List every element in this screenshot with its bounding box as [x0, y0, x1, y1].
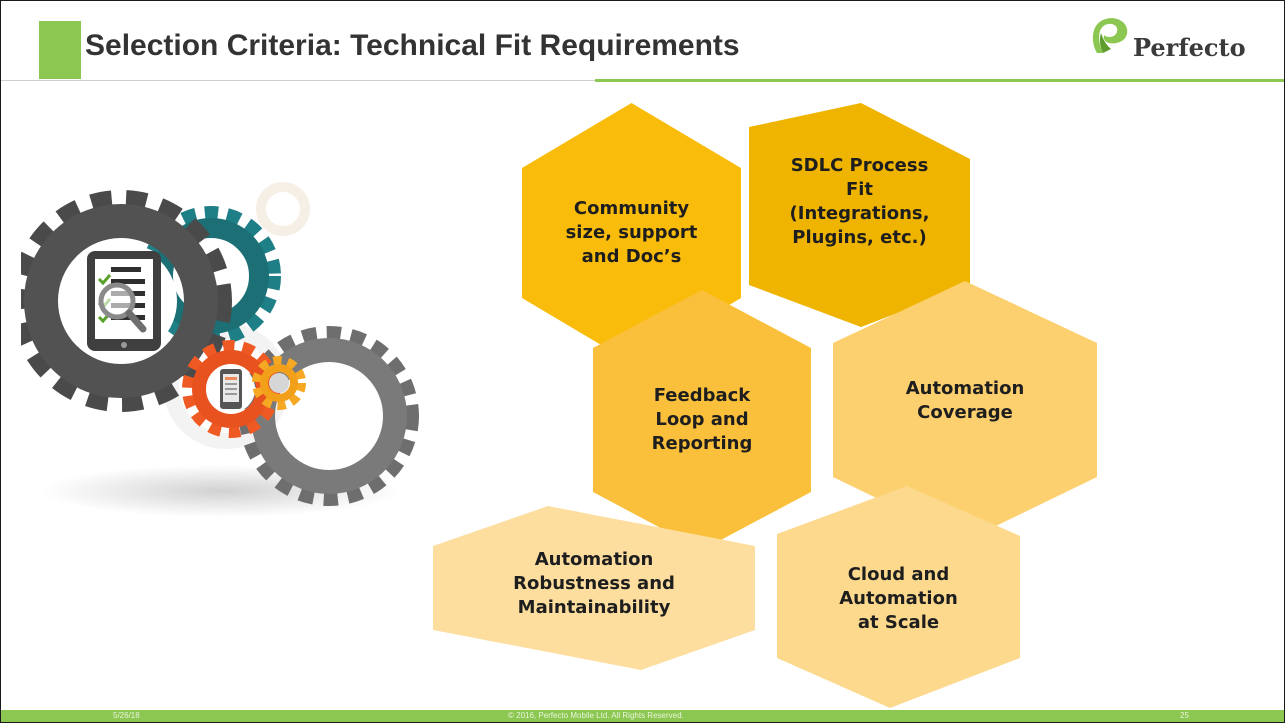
perfecto-logo-icon: [1092, 18, 1128, 53]
hexagon-shape: [522, 103, 741, 363]
footer-date: 5/26/18: [113, 711, 140, 720]
hex-cloud: Cloud and Automation at Scale: [777, 486, 1020, 708]
hex-label-feedback: Feedback Loop and Reporting: [651, 385, 753, 454]
hex-coverage: Automation Coverage: [833, 281, 1097, 541]
perfecto-logo: Perfecto: [1087, 13, 1277, 69]
hex-sdlc: SDLC Process Fit (Integrations, Plugins,…: [749, 103, 970, 327]
hex-label-coverage: Automation Coverage: [905, 378, 1025, 423]
phone-icon: [220, 369, 242, 409]
hex-label-robustness: Automation Robustness and Maintainabilit…: [513, 549, 675, 618]
footer-copyright: © 2016, Perfecto Mobile Ltd. All Rights …: [508, 711, 684, 720]
gear-cluster-icon: [21, 182, 419, 517]
hexagon-shape: [833, 281, 1097, 541]
hexagon-shape: [777, 486, 1020, 708]
hex-feedback: Feedback Loop and Reporting: [593, 290, 811, 550]
hex-label-sdlc: SDLC Process Fit (Integrations, Plugins,…: [789, 155, 930, 248]
footer-bar: 5/26/18 © 2016, Perfecto Mobile Ltd. All…: [1, 710, 1284, 722]
hex-label-cloud: Cloud and Automation at Scale: [839, 564, 958, 633]
magnifier-icon: [98, 282, 147, 333]
hex-robustness: Automation Robustness and Maintainabilit…: [433, 506, 755, 670]
logo-text: Perfecto: [1133, 33, 1246, 62]
hex-community: Community size, support and Doc’s: [522, 103, 741, 363]
slide-title: Selection Criteria: Technical Fit Requir…: [85, 29, 740, 62]
hexagon-shape: [593, 290, 811, 550]
title-divider-accent: [595, 79, 1284, 82]
hexagon-shape: [749, 103, 970, 327]
hexagon-shape: [433, 506, 755, 670]
title-accent-square: [39, 21, 81, 79]
footer-page-number: 25: [1180, 711, 1189, 720]
hex-label-community: Community size, support and Doc’s: [565, 198, 698, 267]
